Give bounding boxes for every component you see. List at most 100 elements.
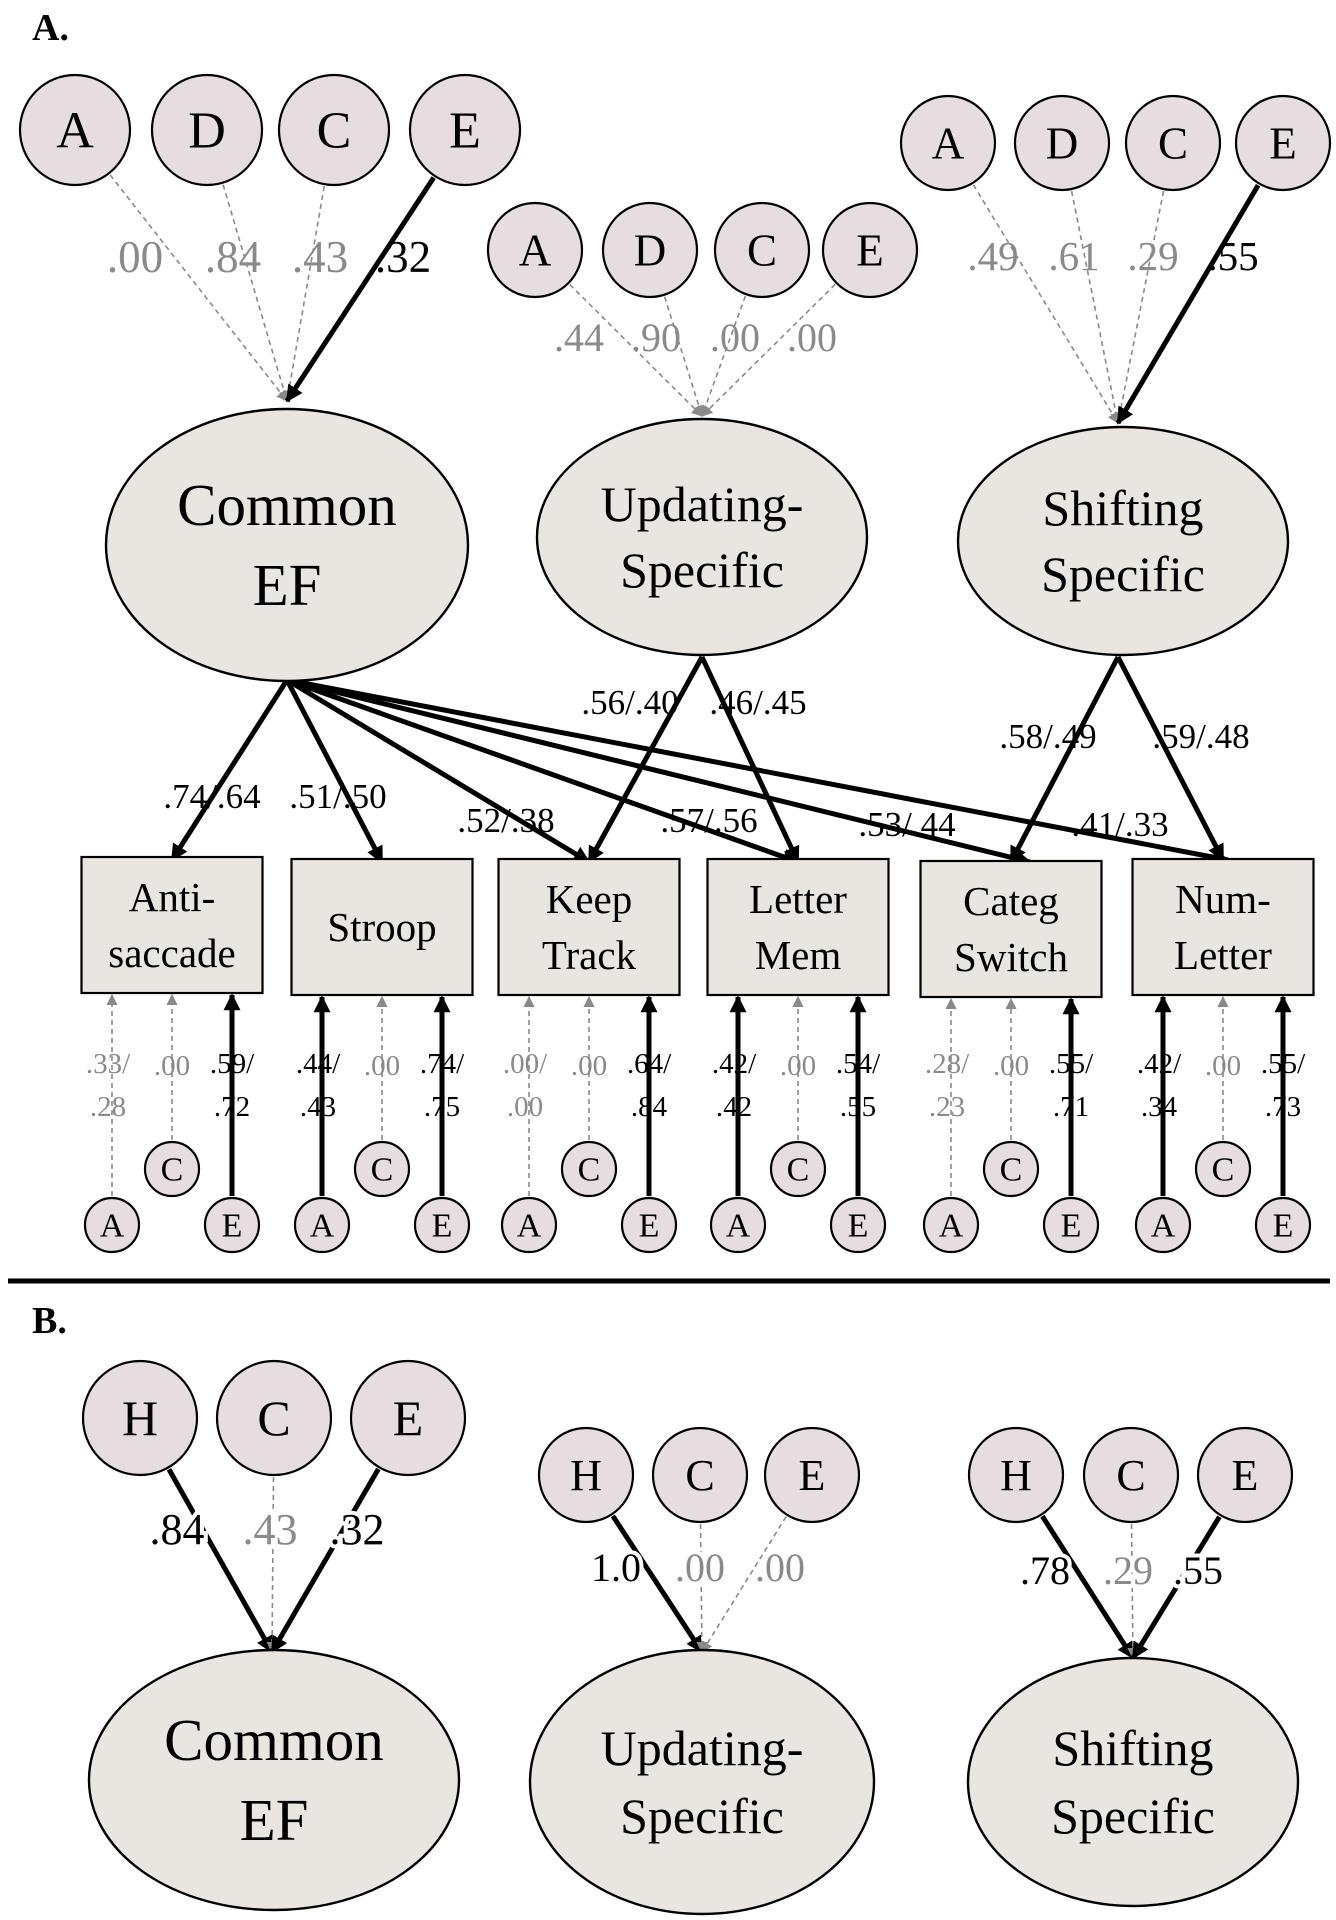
panel-a-task-stroop-label-line: Stroop [327, 904, 436, 950]
panel-a-shifting-d-circle-letter: D [1046, 118, 1079, 168]
panel-a-task-stroop-e-circle-shape [413, 1196, 471, 1254]
panel-a-common-factor-label-line: Common [177, 472, 397, 538]
panel-a-task-letter-mem-a-coefficient-line: .42/ [712, 1048, 757, 1080]
panel-a-task-categ-switch-a-coefficient-line: .23 [929, 1091, 965, 1123]
panel-a-task-anti-saccade-a-coefficient-line: .28 [90, 1091, 126, 1123]
panel-a-task-letter-mem-e-coefficient-line: .55 [840, 1091, 876, 1123]
panel-a-task-anti-saccade-a-circle: A [83, 1196, 141, 1254]
panel-b-updating-c-circle: C [651, 1426, 749, 1524]
path-coefficients: .00.84.43.32.44.90.00.00.49.61.29.55.74/… [86, 232, 1306, 1597]
panel-a-task-num-letter-shape [1131, 857, 1315, 997]
panel-a-task-categ-switch-a-circle-shape [922, 1196, 980, 1254]
panel-a-updating-c-path [700, 295, 747, 418]
panel-a-task-keep-track-e-circle-letter: E [639, 1208, 660, 1245]
panel-b-shifting-e-coefficient: .55 [1173, 1548, 1223, 1593]
panel-b-common-c-path [266, 1476, 278, 1654]
panel-a-task-stroop-e-coefficient-line: .75 [424, 1091, 460, 1123]
panel-a-task-categ-switch-a-circle: A [922, 1196, 980, 1254]
panel-b-updating-c-path [696, 1523, 708, 1654]
panel-b-common-e-path [269, 1467, 381, 1654]
panel-a-task-num-letter-c-circle-shape [1194, 1140, 1252, 1198]
panel-a-common-d-circle-shape [150, 73, 264, 187]
panel-a-common-e-path [284, 176, 436, 403]
panel-a-common-loading-label-3: .52/.38 [457, 801, 554, 840]
panel-a-task-categ-switch-a-circle-letter: A [939, 1208, 964, 1245]
panel-b-updating-e-circle: E [763, 1426, 861, 1524]
panel-a-task-num-letter-e-circle-letter: E [1273, 1208, 1294, 1245]
panel-b-common-h-path [166, 1468, 275, 1654]
panel-a-shifting-a-circle-shape [899, 94, 997, 192]
panel-a-common-a-coefficient: .00 [107, 232, 163, 282]
panel-a-updating-a-coefficient: .44 [554, 315, 604, 360]
panel-a-common-loading-1 [169, 678, 290, 862]
panel-a-updating-a-path [569, 283, 703, 417]
panel-b-shifting-factor-shape [966, 1656, 1300, 1908]
panel-a-task-letter-mem-e-circle-shape [829, 1196, 887, 1254]
panel-a-updating-factor: Updating-Specific [535, 417, 869, 657]
panel-a-task-categ-switch-c-circle-shape [982, 1140, 1040, 1198]
panel-b-shifting-factor-label-line: Specific [1051, 1788, 1215, 1844]
panel-a-task-num-letter-a-circle-letter: A [1151, 1208, 1176, 1245]
panel-a-task-stroop: Stroop [290, 857, 474, 997]
panel-b-updating-e-circle-shape [763, 1426, 861, 1524]
panel-a-task-keep-track-e-circle: E [620, 1196, 678, 1254]
panel-a-task-letter-mem-label-line: Letter [749, 876, 847, 922]
panel-a-common-loading-label-1: .74/.64 [163, 777, 260, 816]
panel-a-shifting-d-circle: D [1013, 94, 1111, 192]
panel-b-shifting-c-circle: C [1082, 1426, 1180, 1524]
panel-a-common-loading-label-5: .53/.44 [858, 805, 955, 844]
panel-b-updating-c-circle-letter: C [685, 1451, 714, 1500]
panel-a-task-keep-track-a-coefficient-line: .00/ [503, 1048, 548, 1080]
panel-a-updating-loading-label-2: .46/.45 [709, 683, 806, 722]
panel-b-common-e-circle-letter: E [393, 1390, 424, 1446]
panel-a-shifting-a-circle-letter: A [932, 118, 965, 168]
panel-b-updating-h-circle-shape [537, 1426, 635, 1524]
panel-a-common-c-circle-letter: C [317, 103, 352, 160]
panel-a-updating-loading-1 [586, 655, 705, 864]
panel-b-updating-h-path [610, 1514, 705, 1654]
panel-a-shifting-loading-label-2: .59/.48 [1152, 717, 1249, 756]
panel-b-updating-h-coefficient: 1.0 [591, 1545, 641, 1590]
panel-a-shifting-c-circle-letter: C [1158, 118, 1188, 168]
panel-b-updating-factor: Updating-Specific [528, 1648, 876, 1916]
panel-a-updating-a-circle-shape [486, 201, 584, 299]
panel-a-updating-e-circle: E [821, 201, 919, 299]
panel-a-task-letter-mem-shape [706, 857, 890, 997]
panel-a-task-stroop-a-circle-shape [293, 1196, 351, 1254]
panel-a-common-e-coefficient: .32 [375, 232, 431, 282]
panel-a-task-num-letter-label-line: Num- [1175, 876, 1271, 922]
panel-a-common-d-circle: D [150, 73, 264, 187]
panel-a-task-num-letter-a-circle: A [1134, 1196, 1192, 1254]
panel-b-common-factor-label-line: EF [240, 1787, 309, 1853]
panel-a-task-categ-switch-e-circle-letter: E [1061, 1208, 1082, 1245]
panel-a-task-keep-track-c-circle: C [560, 1140, 618, 1198]
panel-a-task-letter-mem-a-coefficient-line: .42 [716, 1091, 752, 1123]
panel-a-task-categ-switch-shape [919, 859, 1103, 999]
panel-a-task-letter-mem-c-coefficient: .00 [780, 1050, 816, 1082]
panel-a-common-loading-2 [284, 678, 385, 864]
panel-b-shifting-e-circle-shape [1196, 1426, 1294, 1524]
panel-a-task-keep-track-a-circle-shape [500, 1196, 558, 1254]
panel-a-task-stroop-shape [290, 857, 474, 997]
panel-a-task-anti-saccade-a-circle-letter: A [100, 1208, 125, 1245]
panel-a-common-factor-shape [104, 407, 470, 683]
panel-a-shifting-a-circle: A [899, 94, 997, 192]
panel-a-shifting-a-path [972, 184, 1119, 424]
panel-a-common-loading-3 [285, 677, 591, 865]
panel-a-task-num-letter-a-coefficient-line: .34 [1141, 1091, 1178, 1123]
panel-a-task-stroop-c-circle-letter: C [371, 1152, 394, 1189]
panel-a-task-keep-track-e-coefficient-line: .64/ [627, 1048, 672, 1080]
panel-a-task-keep-track-a-circle: A [500, 1196, 558, 1254]
panel-a-updating-factor-shape [535, 417, 869, 657]
panel-a-shifting-loading-2 [1115, 655, 1226, 862]
panel-a-updating-c-circle-shape [713, 201, 811, 299]
panel-a-task-num-letter-a-circle-shape [1134, 1196, 1192, 1254]
panel-a-shifting-d-path [1070, 190, 1122, 425]
panel-a-shifting-e-coefficient: .55 [1207, 233, 1258, 279]
panel-b-updating-factor-shape [528, 1648, 876, 1916]
path-edges [106, 174, 1292, 1660]
panel-b-updating-h-circle: H [537, 1426, 635, 1524]
